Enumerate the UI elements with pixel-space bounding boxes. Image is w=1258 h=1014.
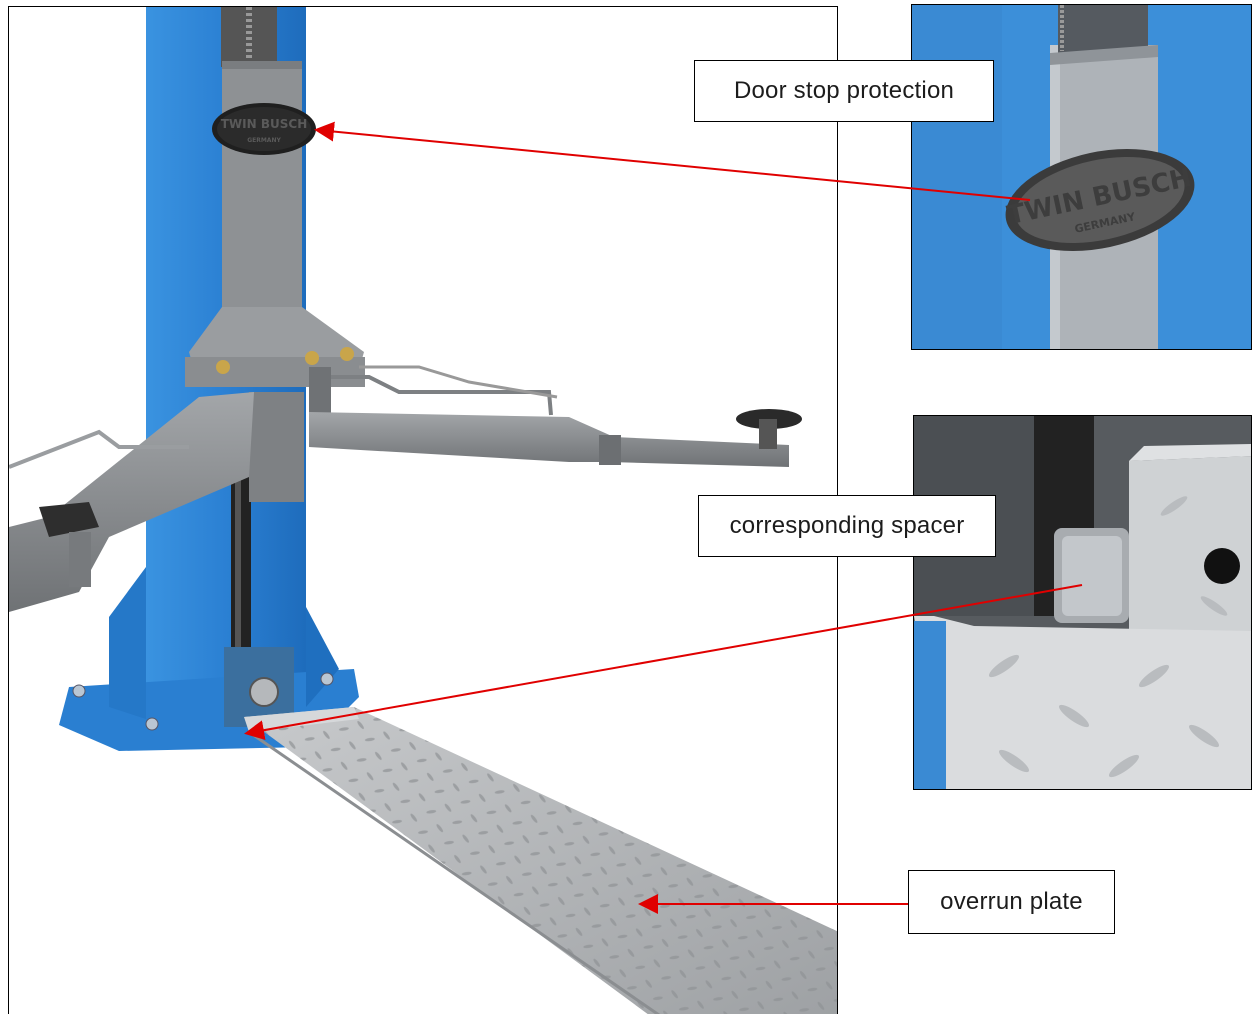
inset-spacer-closeup <box>913 415 1252 790</box>
lift-carriage <box>185 307 365 502</box>
brand-logo-plate: TWIN BUSCH GERMANY <box>212 103 316 155</box>
callout-door-stop-protection: Door stop protection <box>694 60 994 122</box>
right-swing-arm <box>309 365 802 467</box>
logo-country-text: GERMANY <box>247 137 281 144</box>
callout-corresponding-spacer: corresponding spacer <box>698 495 996 557</box>
overrun-plate <box>244 707 837 1014</box>
inset-door-stop-closeup: TWIN BUSCH GERMANY <box>911 4 1252 350</box>
callout-overrun-plate: overrun plate <box>908 870 1115 934</box>
inset-logo-plate: TWIN BUSCH GERMANY <box>1005 148 1195 252</box>
left-swing-arm <box>9 392 254 612</box>
logo-brand-text: TWIN BUSCH <box>221 117 308 131</box>
